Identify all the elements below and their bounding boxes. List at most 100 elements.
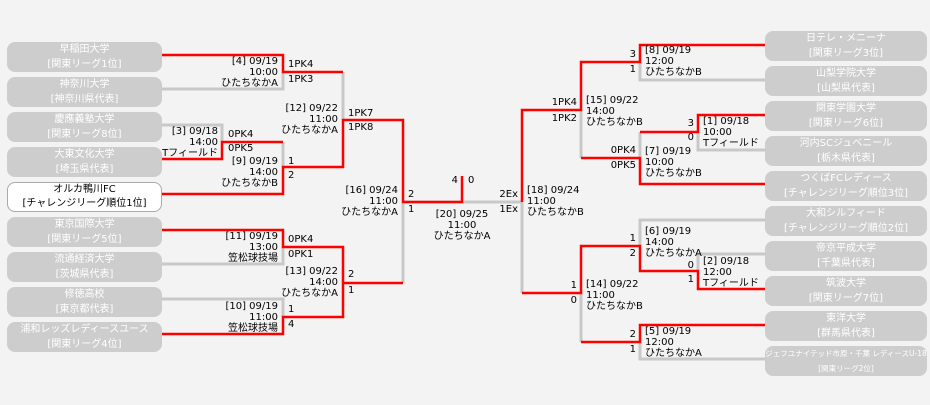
- score: 1: [629, 344, 636, 355]
- match-info: [18] 09/24 11:00 ひたちなかB: [527, 185, 584, 218]
- team-kanto-gakuen[interactable]: 関東学園大学 [関東リーグ6位]: [765, 101, 927, 131]
- score: 2: [629, 329, 636, 340]
- team-seed: [埼玉県代表]: [55, 164, 114, 175]
- team-name: 筑波大学: [826, 278, 866, 289]
- score: 1PK7: [348, 108, 374, 119]
- team-seed: [神奈川県代表]: [50, 94, 119, 105]
- team-daito[interactable]: 大東文化大学 [埼玉県代表]: [7, 147, 162, 177]
- team-name: 帝京平成大学: [816, 243, 876, 254]
- team-name: つくばFCレディース: [800, 173, 892, 184]
- team-yamanashi[interactable]: 山梨学院大学 [山梨県代表]: [765, 66, 927, 96]
- score: 1: [687, 274, 694, 285]
- final-score-left: 4: [451, 175, 458, 186]
- team-seed: [チャレンジリーグ順位1位]: [22, 198, 147, 209]
- team-seed: [関東リーグ7位]: [808, 293, 884, 304]
- team-name: ジェフユナイテッド市原・千葉 レディースU-18: [765, 349, 927, 358]
- team-seed: [東京都代表]: [55, 304, 114, 315]
- score: 1: [348, 285, 355, 296]
- score: 1: [629, 233, 636, 244]
- match-info: [14] 09/22 11:00 ひたちなかB: [586, 279, 643, 312]
- team-seed: [関東リーグ2位]: [818, 364, 874, 373]
- team-jef[interactable]: ジェフユナイテッド市原・千葉 レディースU-18 [関東リーグ2位]: [765, 346, 927, 376]
- match-info: [13] 09/22 14:00 ひたちなかA: [281, 266, 338, 299]
- team-name: 流通経済大学: [54, 254, 115, 265]
- team-teikyo-heisei[interactable]: 帝京平成大学 [千葉県代表]: [765, 241, 927, 271]
- score: 3: [629, 49, 636, 60]
- team-seed: [関東リーグ3位]: [808, 48, 884, 59]
- match-info: [6] 09/19 14:00 ひたちなかA: [645, 226, 702, 259]
- team-name: 大東文化大学: [54, 149, 115, 160]
- team-name: 東洋大学: [826, 313, 866, 324]
- team-kawachi[interactable]: 河内SCジュベニール [栃木県代表]: [765, 136, 927, 166]
- team-seed: [関東リーグ4位]: [47, 339, 122, 350]
- team-keio[interactable]: 慶應義塾大学[関東リーグ8位]: [7, 112, 162, 142]
- score: 1: [570, 280, 577, 291]
- team-yamato[interactable]: 大和シルフィード[チャレンジリーグ順位2位]: [765, 206, 927, 236]
- team-name: 早稲田大学: [59, 44, 110, 55]
- final-match-info: [20] 09/25 11:00 ひたちなかA: [433, 209, 491, 242]
- team-seed: [千葉県代表]: [817, 258, 875, 269]
- team-name: 浦和レッズレディースユース: [20, 324, 149, 335]
- team-kanagawa[interactable]: 神奈川大学 [神奈川県代表]: [7, 77, 162, 107]
- team-toyo[interactable]: 東洋大学 [群馬県代表]: [765, 311, 927, 341]
- score: 0PK1: [288, 249, 314, 260]
- score: 2: [408, 189, 415, 200]
- team-name: 日テレ・メニーナ: [806, 33, 886, 44]
- score: 1PK4: [288, 59, 314, 70]
- team-seed: [栃木県代表]: [817, 153, 875, 164]
- score: 4: [288, 319, 295, 330]
- team-tsukuba-fc[interactable]: つくばFCレディース [チャレンジリーグ順位3位]: [765, 171, 927, 201]
- team-seed: [茨城県代表]: [55, 269, 114, 280]
- team-name: オルカ鴨川FC: [53, 184, 116, 195]
- team-name: 山梨学院大学: [816, 68, 876, 79]
- team-tokyo-kokusai[interactable]: 東京国際大学[関東リーグ5位]: [7, 217, 162, 247]
- score: 1: [288, 304, 295, 315]
- match-info: [9] 09/19 14:00 ひたちなかB: [221, 156, 278, 189]
- team-seed: [関東リーグ6位]: [808, 118, 884, 129]
- match-info: [8] 09/19 12:00 ひたちなかB: [645, 45, 702, 78]
- team-seed: [関東リーグ8位]: [47, 129, 122, 140]
- score: 1: [629, 64, 636, 75]
- team-seed: [群馬県代表]: [817, 328, 875, 339]
- score: 0: [687, 260, 694, 271]
- score: 2: [629, 248, 636, 259]
- team-name: 関東学園大学: [816, 103, 876, 114]
- score: 1PK4: [551, 97, 577, 108]
- team-ryutsu[interactable]: 流通経済大学 [茨城県代表]: [7, 252, 162, 282]
- match-info: [16] 09/24 11:00 ひたちなかA: [341, 185, 398, 218]
- team-seed: [山梨県代表]: [817, 83, 875, 94]
- team-nittele[interactable]: 日テレ・メニーナ [関東リーグ3位]: [765, 31, 927, 61]
- score: 1PK3: [288, 74, 314, 85]
- score: 2: [348, 269, 355, 280]
- score: 0PK4: [228, 129, 254, 140]
- score: 1Ex: [499, 204, 518, 215]
- team-tsukuba-univ[interactable]: 筑波大学 [関東リーグ7位]: [765, 276, 927, 306]
- match-info: [7] 09/19 10:00 ひたちなかB: [645, 146, 702, 179]
- team-seed: [関東リーグ1位]: [47, 59, 122, 70]
- team-seed: [チャレンジリーグ順位3位]: [783, 188, 909, 199]
- match-info: [3] 09/18 14:00 Tフィールド: [162, 126, 218, 159]
- team-name: 東京国際大学: [54, 219, 115, 230]
- team-shutoku[interactable]: 修徳高校 [東京都代表]: [7, 287, 162, 317]
- team-orca[interactable]: オルカ鴨川FC [チャレンジリーグ順位1位]: [7, 182, 162, 212]
- score: 1: [288, 156, 295, 167]
- score: 2Ex: [499, 189, 518, 200]
- match-info: [5] 09/19 12:00 ひたちなかA: [645, 326, 702, 359]
- team-name: 修徳高校: [64, 289, 105, 300]
- match-info: [11] 09/19 13:00 笠松球技場: [225, 231, 278, 264]
- final-score-right: 0: [468, 175, 475, 186]
- team-name: 神奈川大学: [59, 79, 110, 90]
- match-info: [12] 09/22 11:00 ひたちなかA: [281, 103, 338, 136]
- team-name: 河内SCジュベニール: [799, 138, 893, 149]
- team-waseda[interactable]: 早稲田大学 [関東リーグ1位]: [7, 42, 162, 72]
- match-info: [15] 09/22 14:00 ひたちなかB: [586, 95, 643, 128]
- score: 2: [288, 170, 295, 181]
- score: 1PK2: [551, 113, 577, 124]
- match-info: [1] 09/18 10:00 Tフィールド: [703, 116, 759, 149]
- match-info: [10] 09/19 11:00 笠松球技場: [225, 301, 278, 334]
- score: 0PK4: [610, 145, 636, 156]
- team-urawa[interactable]: 浦和レッズレディースユース [関東リーグ4位]: [7, 322, 162, 352]
- score: 1: [408, 204, 415, 215]
